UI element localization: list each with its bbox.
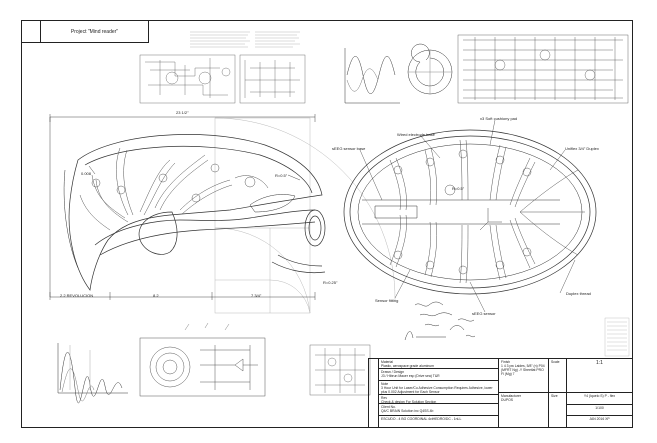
date-value-cell: JAN 2016 XP	[567, 416, 632, 427]
client-value: Q4/C BRAIN Solution inc Q4SS.4b	[381, 409, 434, 413]
callout-uniflex-duplex: Uniflex 3/4" Duplex	[565, 146, 599, 151]
sheet-value: 1/100	[595, 406, 604, 410]
bottom-schematic	[309, 344, 371, 396]
material-cell: Material Plastic, aerospace grade alumin…	[379, 359, 498, 369]
dim-right-segment: 7 3/4"	[251, 293, 262, 298]
callout-leaders	[359, 119, 576, 313]
size-header: Size	[551, 394, 558, 398]
schematic-top-mid	[239, 54, 306, 104]
project-title: Project "Mind reader"	[70, 28, 119, 35]
dim-mid-segment: 8.2	[153, 293, 159, 298]
manufacturer-cell: Manufacturer DUPOS	[499, 393, 548, 427]
manufacturer-value: DUPOS	[501, 398, 514, 402]
title-block-margin	[369, 359, 379, 427]
title-block-label-col: Scale Size	[549, 359, 567, 427]
callout-eeg-sensor: sEEG sensor	[472, 311, 496, 316]
revision-table	[604, 317, 630, 357]
dim-radius-sensor: R=0.5"	[452, 186, 465, 191]
title-box-square	[22, 21, 41, 42]
size-label-cell: Size	[549, 393, 566, 427]
drawn-cell: Drawn / Design J3 / Hibrun Mauer esp (Dr…	[379, 369, 498, 381]
material-value: Plastic, aerospace grade aluminum	[381, 364, 434, 368]
notes-header: Note	[381, 382, 389, 386]
finish-cell: Finish 1 4 3 pw Laides, 5/8" (n) P04 (MF…	[499, 359, 548, 393]
callout-wired-electrode: Wired electrode base	[397, 132, 435, 137]
dim-spacing: 0.008	[81, 171, 92, 176]
top-view-axes	[479, 208, 502, 231]
helmet-side-view	[63, 134, 326, 291]
golden-ratio-construction	[214, 117, 396, 314]
dim-top-width: 23 1/2"	[176, 110, 189, 115]
dim-left-segment: 2.2 REVOLUCION	[60, 293, 94, 298]
drawn-header: Drawn / Design	[381, 370, 405, 374]
sheet-value-cell: 1/100	[567, 405, 632, 416]
finish-header: Finish	[501, 360, 511, 364]
finish-value: 1 4 3 pw Laides, 5/8" (n) P04 (MFRT Ng) …	[501, 364, 545, 376]
spiral-diagram	[407, 43, 453, 95]
scale-label-cell: Scale	[549, 359, 566, 393]
top-view-sensor-arms	[389, 139, 585, 284]
bottom-circuit-diagram	[139, 322, 266, 397]
rev-cell: Rev Check & design For Solution Section	[379, 395, 498, 404]
drawn-value: J3 / Hibrun Mauer esp (Drive sea) T&R	[381, 374, 440, 378]
handwritten-equations	[404, 301, 476, 341]
code-cell: ESCUDO - 4 BG COORDINAL 4ctHEDRO/DC - 1n…	[379, 416, 498, 427]
project-title-box: Project "Mind reader"	[21, 20, 149, 43]
bottom-waveform-plot	[57, 343, 128, 404]
callout-duplex-thread: Duplex thread	[566, 291, 591, 296]
side-view-sensor-arms	[79, 147, 269, 231]
title-block: Material Plastic, aerospace grade alumin…	[368, 358, 633, 428]
scale-header: Scale	[551, 360, 560, 364]
text-notes-top	[190, 31, 300, 48]
side-view-dimensions	[49, 114, 316, 300]
rev-value: Check & design For Solution Section	[381, 400, 437, 404]
drawing-sheet-border	[21, 20, 633, 428]
date-value: JAN 2016 XP	[589, 417, 610, 421]
title-block-main-col: Material Plastic, aerospace grade alumin…	[379, 359, 499, 427]
notes-cell: Note 3 Hour Unit for Laser/Cu Adhesive C…	[379, 381, 498, 395]
callout-soft-cushion: x3 Soft cushiony pad	[480, 116, 518, 121]
size-value: Y4 (Iquelo S) P - flex	[583, 394, 616, 398]
scale-value-cell: 1:1	[567, 359, 632, 393]
callout-sensor-fitting: Sensor fitting	[375, 298, 399, 303]
client-header: Client No.	[381, 405, 396, 409]
waveform-plot	[344, 48, 400, 104]
size-value-cell: Y4 (Iquelo S) P - flex	[567, 393, 632, 405]
client-cell: Client No. Q4/C BRAIN Solution inc Q4SS.…	[379, 404, 498, 416]
circuit-top-right	[457, 34, 629, 104]
dim-radius-small: R=0.5"	[275, 173, 288, 178]
notes-value: 3 Hour Unit for Laser/Cu Adhesive Consum…	[381, 386, 493, 394]
callout-sensor-base: sEEG sensor base	[332, 146, 366, 151]
rev-header: Rev	[381, 396, 388, 400]
code-value: ESCUDO - 4 BG COORDINAL 4ctHEDRO/DC - 1n…	[381, 417, 462, 421]
dim-radius-ear: R=0.25"	[323, 280, 338, 285]
scale-value: 1:1	[596, 360, 603, 366]
title-block-finish-col: Finish 1 4 3 pw Laides, 5/8" (n) P04 (MF…	[499, 359, 549, 427]
manufacturer-header: Manufacturer	[501, 394, 521, 398]
schematic-top-left	[139, 54, 236, 104]
material-header: Material	[381, 360, 394, 364]
title-block-values-col: 1:1 Y4 (Iquelo S) P - flex 1/100 JAN 201…	[567, 359, 632, 427]
